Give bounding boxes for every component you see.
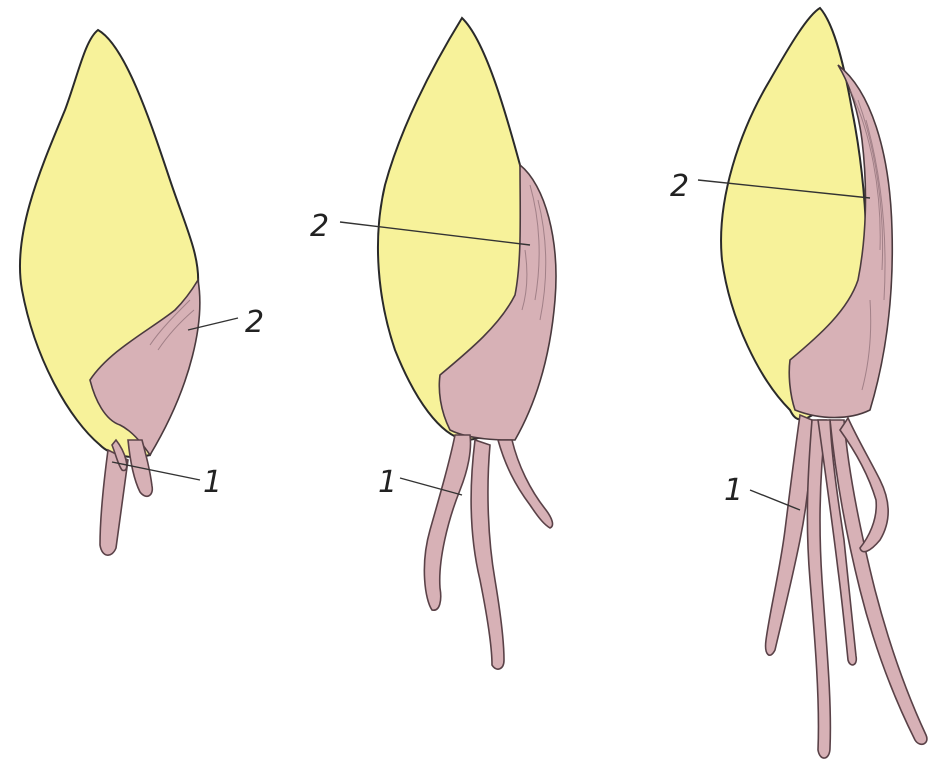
root — [766, 415, 812, 655]
seed-stage-1: 2 1 — [20, 30, 264, 555]
label-root: 1 — [378, 465, 397, 500]
seed-stage-3: 2 1 — [670, 8, 927, 758]
root — [424, 435, 470, 610]
root — [498, 440, 553, 528]
label-root: 1 — [203, 465, 222, 500]
label-coleoptile: 2 — [310, 209, 329, 244]
label-root: 1 — [724, 473, 743, 508]
label-coleoptile: 2 — [245, 305, 264, 340]
seed-stage-2: 2 1 — [310, 18, 556, 669]
label-coleoptile: 2 — [670, 169, 689, 204]
root — [471, 440, 504, 669]
